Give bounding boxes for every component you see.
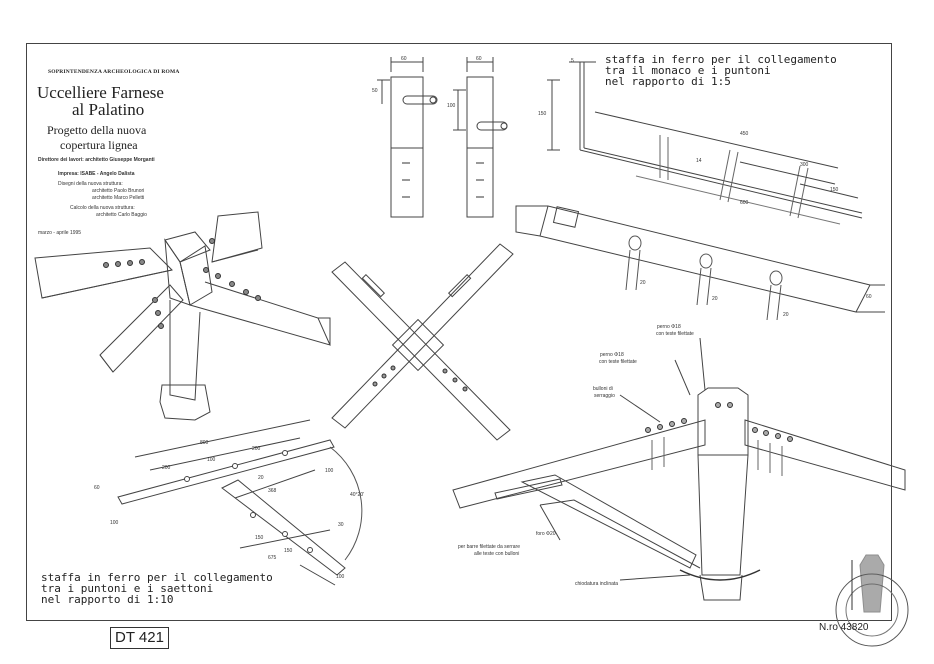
dim-bot-150b: 150 xyxy=(284,548,293,554)
staffa-bottom-note: staffa in ferro per il collegamento tra … xyxy=(41,572,273,605)
monaco-elevation-left xyxy=(390,76,424,218)
dim-right-450: 450 xyxy=(740,131,749,137)
title-line-1: Uccelliere Farnese xyxy=(37,83,164,102)
isometric-node xyxy=(34,211,331,421)
dim-right-150b: 150 xyxy=(830,187,839,193)
monaco-elevation-views xyxy=(377,57,508,218)
dim-right-600: 600 xyxy=(740,200,749,206)
dim-bot-368: 368 xyxy=(268,488,277,494)
callout-bars: per barre filettate da serrare xyxy=(458,544,520,550)
dim-bot-100b: 100 xyxy=(110,520,119,526)
director-credit: Direttore dei lavori: architetto Giusepp… xyxy=(38,157,155,163)
dim-right-300: 300 xyxy=(800,162,809,168)
dim-right-60: 60 xyxy=(866,294,872,300)
dim-bot-20: 20 xyxy=(258,475,264,481)
organization-label: SOPRINTENDENZA ARCHEOLOGICA DI ROMA xyxy=(48,69,180,75)
dim-bot-800: 800 xyxy=(200,440,209,446)
staffa-bottom-line-3: nel rapporto di 1:10 xyxy=(41,593,174,606)
dim-top-d: 100 xyxy=(447,103,456,109)
staffa-monaco-detail xyxy=(547,61,863,225)
dim-bot-100: 100 xyxy=(207,457,216,463)
puntone-with-holes xyxy=(515,205,885,321)
dim-right-20c: 20 xyxy=(783,312,789,318)
staffa-bottom-line-1: staffa in ferro per il collegamento xyxy=(41,571,273,584)
callout-bars-sub: alle teste con bulloni xyxy=(474,551,520,557)
callout-bolts-sub: serraggio xyxy=(594,393,615,399)
dim-right-20a: 20 xyxy=(640,280,646,286)
dim-bot-60: 60 xyxy=(94,485,100,491)
callout-hole: foro Φ20 xyxy=(536,531,556,537)
drawings-author-2: architetto Marco Pelletti xyxy=(92,195,145,201)
dim-right-14: 14 xyxy=(696,158,702,164)
staffa-bottom-line-2: tra i puntoni e i saettoni xyxy=(41,582,214,595)
callout-pin-1: perno Φ18 xyxy=(657,324,681,330)
dim-top-b: 60 xyxy=(476,56,482,62)
staffa-saettoni-detail xyxy=(117,419,363,586)
archive-stamp-code: DT 421 xyxy=(110,627,169,649)
staffa-top-line-3: nel rapporto di 1:5 xyxy=(605,75,731,88)
calc-label: Calcolo della nuova struttura: xyxy=(70,205,135,211)
drawings-label: Disegni della nuova struttura: xyxy=(58,181,123,187)
dim-bot-angle: 40°20' xyxy=(350,492,365,498)
callout-pin-1-sub: con teste filettate xyxy=(656,331,694,337)
dim-bot-100d: 100 xyxy=(336,574,345,580)
callout-bolts: bulloni di xyxy=(593,386,613,392)
subtitle-line-2: copertura lignea xyxy=(60,138,138,152)
dim-bot-100c: 100 xyxy=(325,468,334,474)
dim-bot-30: 30 xyxy=(338,522,344,528)
monaco-elevation-right xyxy=(466,76,494,218)
dim-bot-150a: 150 xyxy=(255,535,264,541)
x-plan-view xyxy=(331,243,514,441)
title-line-2: al Palatino xyxy=(72,100,145,119)
dim-top-a: 60 xyxy=(401,56,407,62)
staffa-top-line-2: tra il monaco e i puntoni xyxy=(605,64,771,77)
dim-bot-200a: 200 xyxy=(162,465,171,471)
calc-author: architetto Carlo Baggio xyxy=(96,212,147,218)
drawing-sheet-border xyxy=(26,43,892,621)
callout-pin-2-sub: con teste filettate xyxy=(599,359,637,365)
callout-pin-2: perno Φ18 xyxy=(600,352,624,358)
drawings-author-1: architetto Paolo Brunori xyxy=(92,188,145,194)
dim-right-5: 5 xyxy=(571,58,574,64)
drawing-date: marzo - aprile 1995 xyxy=(38,230,82,236)
dim-bot-675: 675 xyxy=(268,555,277,561)
dim-right-20b: 20 xyxy=(712,296,718,302)
staffa-top-line-1: staffa in ferro per il collegamento xyxy=(605,53,837,66)
company-credit: Impresa: ISABE - Angelo Dalista xyxy=(58,171,135,177)
dim-right-150: 150 xyxy=(538,111,547,117)
node-assembly-detail xyxy=(452,337,906,601)
archive-number: N.ro 43820 xyxy=(819,622,869,633)
archive-seal xyxy=(835,554,909,647)
dim-bot-200b: 200 xyxy=(252,446,261,452)
callout-nails: chiodatura inclinata xyxy=(575,581,619,587)
subtitle-line-1: Progetto della nuova xyxy=(47,123,147,137)
dim-top-c: 50 xyxy=(372,88,378,94)
staffa-top-note: staffa in ferro per il collegamento tra … xyxy=(605,54,837,87)
